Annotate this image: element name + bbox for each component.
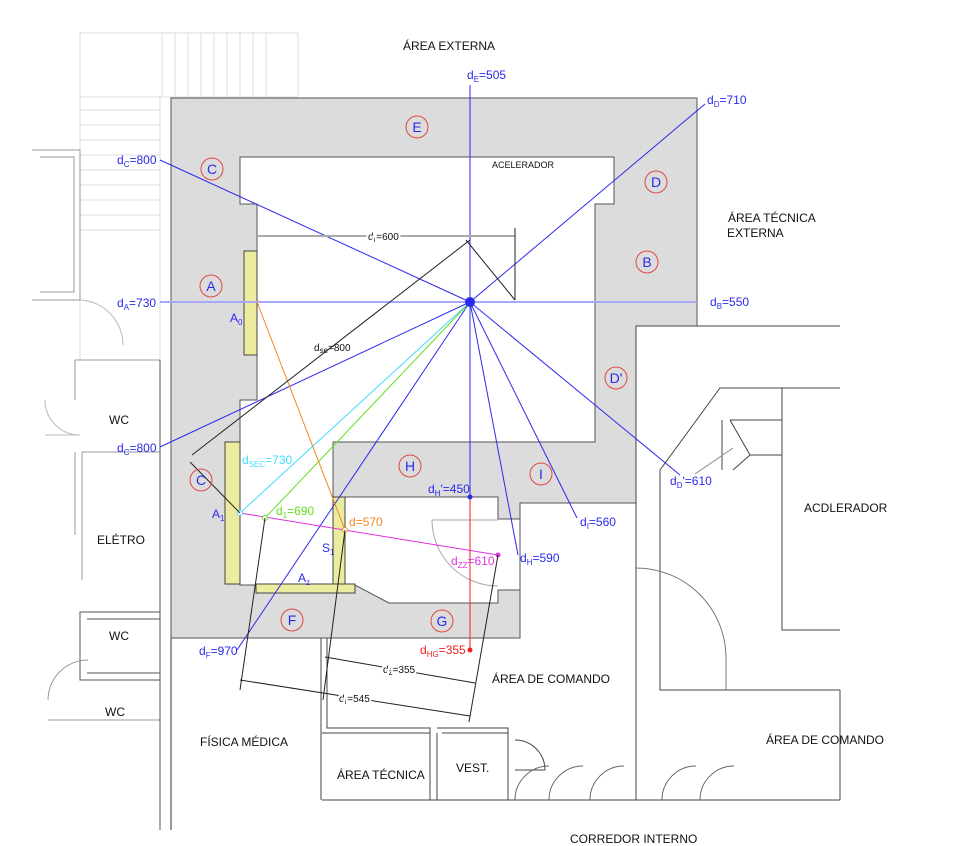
area-tecnica-externa-label-2: EXTERNA	[727, 226, 784, 240]
area-comando-right-label: ÁREA DE COMANDO	[766, 732, 884, 747]
barrier-g: G	[430, 609, 454, 633]
distance-d1: d1=690	[276, 504, 314, 520]
barrier-label: B	[642, 254, 651, 270]
distance-di: dI=560	[580, 515, 616, 531]
point-a0: A0	[230, 311, 243, 327]
point-az: Az	[298, 571, 310, 587]
distance-rays	[159, 85, 706, 653]
barrier-label: H	[405, 458, 415, 474]
distance-dhg: dHG=355	[420, 643, 466, 659]
corredor-interno-label: CORREDOR INTERNO	[570, 832, 697, 846]
barrier-label: G	[437, 613, 448, 629]
area-comando-label: ÁREA DE COMANDO	[492, 671, 610, 686]
barrier-i: I	[529, 462, 553, 486]
point-labels: A0 A1 S1 Az	[212, 311, 335, 587]
barrier-d: D	[644, 170, 668, 194]
barrier-label: F	[288, 612, 297, 628]
area-externa-label: ÁREA EXTERNA	[403, 38, 495, 53]
barrier-label: D	[651, 174, 661, 190]
distance-dzz: dZZ=610	[451, 554, 495, 570]
barrier-markers: E C D A B D' C H I F G	[189, 115, 668, 633]
right-building	[635, 325, 841, 800]
barrier-f: F	[280, 608, 304, 632]
barrier-label: I	[539, 466, 543, 482]
barrier-c-lower: C	[189, 468, 213, 492]
panel-az	[255, 583, 356, 594]
maze-door-arc	[431, 519, 499, 587]
distance-dse-800: dse=800	[314, 343, 351, 355]
fisica-medica-label: FÍSICA MÉDICA	[200, 734, 288, 749]
barrier-label: E	[412, 119, 421, 135]
barrier-b: B	[635, 250, 659, 274]
barrier-label: C	[196, 472, 206, 488]
distance-dr-545: dr=545	[339, 694, 370, 706]
distance-dh-prime: dH'=450	[428, 482, 470, 498]
distance-da: dA=730	[117, 296, 156, 312]
barrier-a: A	[199, 274, 223, 298]
barrier-label: C	[207, 161, 217, 177]
area-tecnica-externa-label-1: ÁREA TÉCNICA	[728, 210, 816, 225]
distance-dr-600: dr=600	[368, 232, 399, 244]
distance-dc-lower: dC=800	[117, 441, 157, 457]
distance-dd-prime: dD'=610	[670, 474, 712, 490]
distance-df: dF=970	[199, 644, 238, 660]
wc-label: WC	[109, 629, 129, 643]
barrier-e: E	[405, 115, 429, 139]
distance-db: dB=550	[710, 295, 749, 311]
wc-label: WC	[109, 413, 129, 427]
bunker-room	[239, 156, 615, 604]
point-a1: A1	[212, 507, 225, 523]
area-labels: ÁREA EXTERNA ACELERADOR ÁREA TÉCNICA EXT…	[97, 38, 888, 846]
distance-dc-upper: dC=800	[117, 153, 157, 169]
barrier-label: A	[206, 278, 216, 294]
barrier-h: H	[398, 454, 422, 478]
eletro-label: ELÉTRO	[97, 532, 145, 547]
acdlerador-label: ACDLERADOR	[804, 501, 888, 515]
bottom-rooms	[320, 638, 840, 801]
acelerador-label: ACELERADOR	[492, 160, 555, 170]
area-tecnica-label: ÁREA TÉCNICA	[337, 767, 425, 782]
dimension-lines	[189, 228, 734, 723]
wc-label: WC	[105, 705, 125, 719]
barrier-label: D'	[610, 370, 623, 386]
distance-dsec: dSEC=730	[242, 453, 292, 469]
barrier-c-upper: C	[200, 157, 224, 181]
distance-labels: dE=505 dD=710 dC=800 dA=730 dB=550 dC=80…	[117, 68, 749, 708]
point-s1: S1	[322, 541, 335, 557]
distance-dz-355: dz=355	[383, 665, 416, 677]
distance-dh: dH=590	[520, 551, 560, 567]
left-building	[32, 32, 299, 830]
distance-de: dE=505	[467, 68, 506, 84]
distance-d570: d=570	[349, 515, 383, 529]
barrier-d-prime: D'	[604, 366, 628, 390]
vest-label: VEST.	[456, 761, 489, 775]
distance-dd: dD=710	[707, 93, 747, 109]
